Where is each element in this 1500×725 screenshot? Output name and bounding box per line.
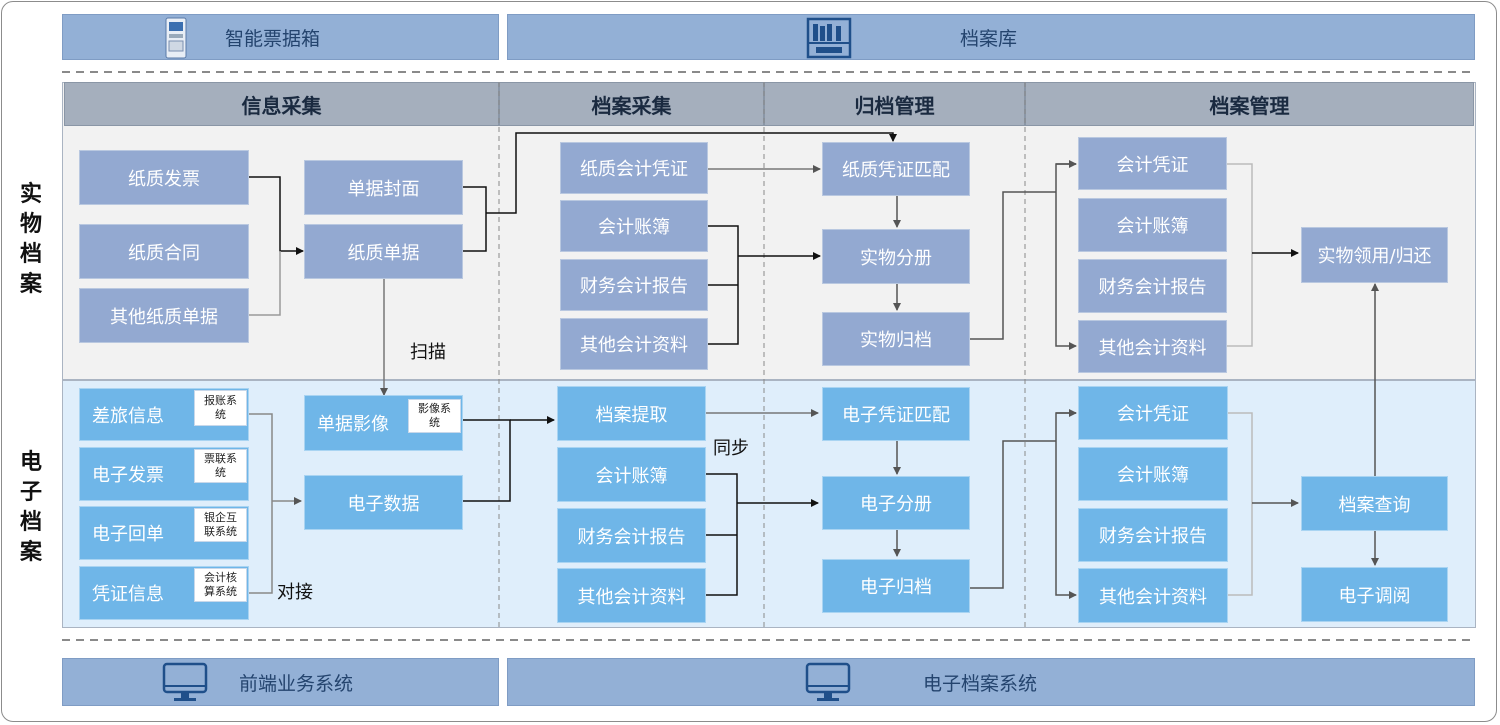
e-manage-financial-report-box: 财务会计报告 bbox=[1078, 508, 1228, 562]
electronic-data-box: 电子数据 bbox=[304, 475, 463, 530]
e-accounting-ledger-box: 会计账簿 bbox=[557, 447, 706, 502]
physical-borrow-return-box: 实物领用/归还 bbox=[1301, 227, 1448, 283]
reimbursement-system-tag: 报账系统 bbox=[194, 390, 247, 426]
manage-financial-report-box: 财务会计报告 bbox=[1078, 259, 1227, 313]
bank-enterprise-system-tag: 银企互联系统 bbox=[194, 508, 247, 542]
paper-document-box: 纸质单据 bbox=[304, 224, 463, 279]
frontend-business-system-bar: 前端业务系统 bbox=[62, 658, 499, 706]
archive-extraction-box: 档案提取 bbox=[557, 386, 706, 441]
kiosk-icon bbox=[163, 17, 189, 59]
accounting-ledger-box: 会计账簿 bbox=[560, 200, 708, 252]
e-volume-box: 电子分册 bbox=[822, 476, 970, 530]
e-voucher-matching-box: 电子凭证匹配 bbox=[822, 387, 970, 441]
electronic-archive-system-label: 电子档案系统 bbox=[923, 672, 1038, 695]
column-header-archive-collection: 档案采集 bbox=[499, 82, 764, 126]
monitor-icon bbox=[805, 662, 851, 704]
other-accounting-material-box: 其他会计资料 bbox=[560, 318, 708, 370]
ticket-system-tag: 票联系统 bbox=[194, 449, 247, 483]
e-invoice-label: 电子发票 bbox=[92, 465, 164, 486]
accounting-system-tag: 会计核算系统 bbox=[194, 568, 247, 602]
e-manage-accounting-ledger-box: 会计账簿 bbox=[1078, 447, 1228, 501]
travel-info-label: 差旅信息 bbox=[92, 405, 164, 427]
manage-accounting-voucher-box: 会计凭证 bbox=[1078, 137, 1227, 190]
e-receipt-label: 电子回单 bbox=[92, 524, 164, 545]
document-image-label: 单据影像 bbox=[317, 414, 389, 435]
electronic-archive-system-bar: 电子档案系统 bbox=[507, 658, 1475, 706]
e-financial-report-box: 财务会计报告 bbox=[557, 508, 706, 563]
physical-filing-box: 实物归档 bbox=[822, 312, 970, 366]
physical-row-background bbox=[62, 82, 1476, 380]
paper-voucher-matching-box: 纸质凭证匹配 bbox=[822, 142, 970, 196]
document-cover-box: 单据封面 bbox=[304, 160, 463, 215]
manage-other-material-box: 其他会计资料 bbox=[1078, 320, 1227, 373]
financial-report-box: 财务会计报告 bbox=[560, 259, 708, 311]
image-system-tag: 影像系统 bbox=[408, 399, 461, 433]
column-header-filing-management: 归档管理 bbox=[764, 82, 1025, 126]
column-header-info-collection: 信息采集 bbox=[64, 82, 499, 126]
paper-accounting-voucher-box: 纸质会计凭证 bbox=[560, 142, 708, 194]
paper-invoice-box: 纸质发票 bbox=[79, 150, 249, 205]
sync-label: 同步 bbox=[713, 438, 749, 459]
smart-ticket-box-bar: 智能票据箱 bbox=[62, 14, 499, 60]
e-manage-other-material-box: 其他会计资料 bbox=[1078, 568, 1228, 623]
physical-volume-box: 实物分册 bbox=[822, 229, 970, 284]
electronic-borrow-box: 电子调阅 bbox=[1301, 567, 1448, 622]
smart-ticket-box-label: 智能票据箱 bbox=[225, 27, 321, 50]
manage-accounting-ledger-box: 会计账簿 bbox=[1078, 198, 1227, 252]
paper-contract-box: 纸质合同 bbox=[79, 224, 249, 279]
other-paper-document-box: 其他纸质单据 bbox=[79, 288, 249, 343]
archive-library-label: 档案库 bbox=[960, 27, 1018, 50]
archive-library-bar: 档案库 bbox=[507, 14, 1475, 60]
e-manage-accounting-voucher-box: 会计凭证 bbox=[1078, 386, 1228, 440]
e-other-accounting-material-box: 其他会计资料 bbox=[557, 568, 706, 623]
column-header-archive-management: 档案管理 bbox=[1025, 82, 1474, 126]
row-label-electronic: 电子档案 bbox=[19, 450, 42, 565]
frontend-business-system-label: 前端业务系统 bbox=[239, 672, 354, 695]
archive-query-box: 档案查询 bbox=[1301, 476, 1448, 531]
scan-label: 扫描 bbox=[410, 342, 446, 363]
library-shelf-icon bbox=[806, 17, 852, 59]
e-filing-box: 电子归档 bbox=[822, 559, 970, 613]
monitor-icon bbox=[162, 662, 208, 704]
connect-label: 对接 bbox=[277, 582, 313, 603]
row-label-physical: 实物档案 bbox=[19, 182, 42, 297]
voucher-info-label: 凭证信息 bbox=[92, 584, 164, 605]
